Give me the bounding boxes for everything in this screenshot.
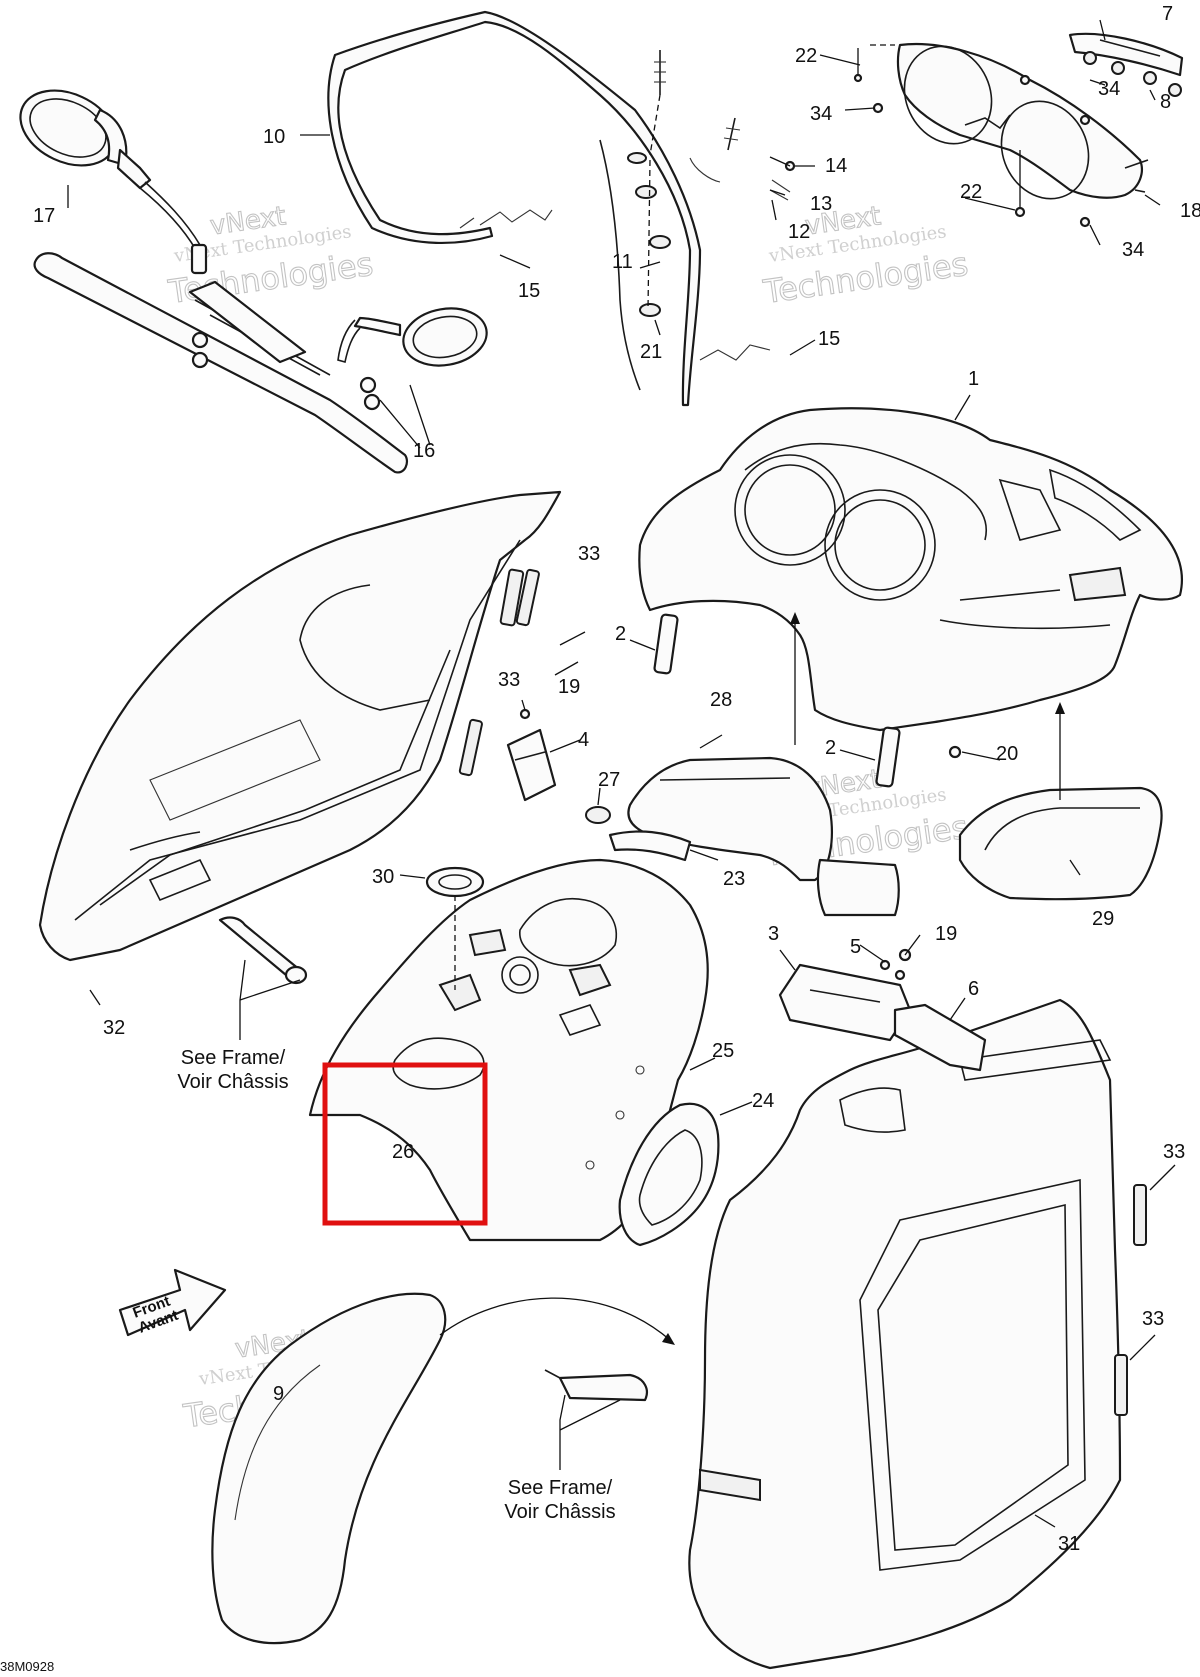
clip-part-23 — [608, 830, 692, 862]
callout-27: 27 — [598, 769, 620, 791]
seat-pad-part-29 — [958, 786, 1163, 901]
small-parts — [425, 745, 962, 981]
callout-15: 15 — [818, 328, 840, 350]
screw-part-20 — [948, 745, 962, 759]
upper-fairing-part-1 — [638, 407, 1183, 732]
lower-panel-part-9 — [211, 1292, 447, 1645]
callout-18: 18 — [1180, 200, 1200, 222]
leader-lines — [67, 19, 1176, 1528]
callout-2: 2 — [825, 737, 836, 759]
grab-handle-upper — [218, 916, 308, 985]
clip-strips — [458, 568, 1147, 1416]
see-frame-note-upper: See Frame/ Voir Châssis — [177, 1047, 288, 1093]
note-line: See Frame/ — [181, 1047, 286, 1069]
highlight-box — [322, 1062, 488, 1226]
knee-pad-part-28b — [816, 858, 900, 917]
knee-pad-part-28 — [627, 756, 833, 882]
callout-23: 23 — [723, 868, 745, 890]
callout-10: 10 — [263, 126, 285, 148]
screw-icon — [1019, 74, 1031, 86]
callout-14: 14 — [825, 155, 847, 177]
callout-4: 4 — [578, 729, 589, 751]
bolt-icon — [723, 117, 741, 151]
callout-1: 1 — [968, 368, 979, 390]
windshield-part-10 — [327, 10, 771, 407]
grab-handle-lower — [544, 1369, 648, 1402]
callout-22: 22 — [795, 45, 817, 67]
callout-33: 33 — [1142, 1308, 1164, 1330]
grommet-icon — [627, 152, 671, 317]
front-arrow: Front Avant — [118, 1268, 227, 1337]
callout-17: 17 — [33, 205, 55, 227]
bracket-part-4 — [506, 708, 557, 802]
callout-7: 7 — [1162, 3, 1173, 25]
windshield-fasteners — [627, 50, 815, 317]
callout-13: 13 — [810, 193, 832, 215]
screw-icon — [1079, 114, 1091, 126]
callout-21: 21 — [640, 341, 662, 363]
gauge-housing-part-18 — [896, 43, 1149, 200]
callout-6: 6 — [968, 978, 979, 1000]
callout-20: 20 — [996, 743, 1018, 765]
screw-icon — [894, 969, 906, 981]
callout-5: 5 — [850, 936, 861, 958]
callout-8: 8 — [1160, 91, 1171, 113]
note-line: Voir Châssis — [504, 1501, 615, 1523]
screw-icon — [879, 959, 891, 971]
plug-part-27 — [585, 806, 611, 824]
grommet-part-30 — [425, 866, 485, 898]
callout-12: 12 — [788, 221, 810, 243]
handlebar-part-16 — [33, 252, 488, 474]
callout-15: 15 — [518, 280, 540, 302]
diagram-code: 38M0928 — [0, 1659, 54, 1674]
side-pocket-part-24 — [618, 1102, 720, 1247]
callouts: 1 2 2 3 4 5 6 7 8 9 10 11 12 13 14 15 15… — [33, 3, 1200, 1555]
callout-33: 33 — [1163, 1141, 1185, 1163]
callout-29: 29 — [1092, 908, 1114, 930]
callout-33: 33 — [578, 543, 600, 565]
gauge-screws — [853, 44, 1091, 228]
bracket-part-3 — [778, 963, 912, 1042]
callout-19: 19 — [935, 923, 957, 945]
callout-11: 11 — [612, 251, 633, 273]
callout-9: 9 — [273, 1383, 284, 1405]
callout-26: 26 — [392, 1141, 414, 1163]
center-console-part-26 — [308, 858, 709, 1242]
callout-33: 33 — [498, 669, 520, 691]
gauge-bezel-part-7 — [1068, 32, 1184, 97]
callout-30: 30 — [372, 866, 394, 888]
callout-19: 19 — [558, 676, 580, 698]
callout-34: 34 — [810, 103, 832, 125]
callout-28: 28 — [710, 689, 732, 711]
note-line: See Frame/ — [508, 1477, 613, 1499]
callout-3: 3 — [768, 923, 779, 945]
callout-31: 31 — [1058, 1533, 1080, 1555]
callout-32: 32 — [103, 1017, 125, 1039]
callout-25: 25 — [712, 1040, 734, 1062]
bracket-part-6 — [893, 1003, 987, 1072]
callout-34: 34 — [1122, 239, 1144, 261]
right-side-panel-part-31 — [688, 998, 1122, 1670]
note-line: Voir Châssis — [177, 1071, 288, 1093]
callout-34: 34 — [1098, 78, 1120, 100]
callout-16: 16 — [413, 440, 435, 462]
callout-22: 22 — [960, 181, 982, 203]
bolt-icon — [654, 50, 666, 95]
left-mirror-part-17 — [19, 89, 208, 275]
callout-24: 24 — [752, 1090, 774, 1112]
left-side-panel-part-32 — [38, 490, 562, 962]
see-frame-note-lower: See Frame/ Voir Châssis — [504, 1477, 615, 1523]
callout-2: 2 — [615, 623, 626, 645]
